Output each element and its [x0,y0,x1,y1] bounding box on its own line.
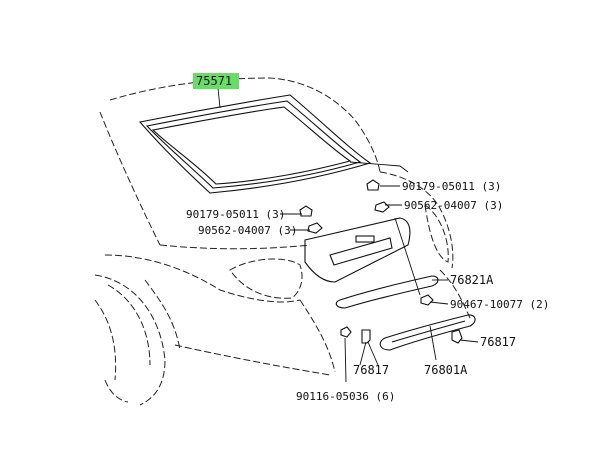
clip-90562-right[interactable] [374,201,390,213]
callout-75571-highlight [193,73,239,89]
callout-90179-left[interactable]: 90179-05011 (3) [186,208,285,221]
rear-windshield-glass[interactable] [138,94,372,194]
clip-90562-left[interactable] [307,222,323,234]
car-body-outline [94,77,471,406]
clip-90467[interactable] [420,294,434,306]
callout-90179-right[interactable]: 90179-05011 (3) [402,180,501,193]
callout-90562-right[interactable]: 90562-04007 (3) [404,199,503,212]
callout-90467[interactable]: 90467-10077 (2) [450,298,549,311]
callouts: 75571 90179-05011 (3) 90179-05011 (3) 90… [186,73,549,403]
rear-moulding-76821A[interactable] [335,275,439,309]
callout-75571[interactable]: 75571 [196,74,232,88]
bracket-76817-left[interactable] [361,329,371,344]
callout-76801A[interactable]: 76801A [424,363,468,377]
leader-lines [217,87,479,383]
clip-90179-left[interactable] [299,205,313,217]
rear-spoiler-76801A[interactable] [379,314,476,351]
clip-90179-right[interactable] [366,179,380,191]
callout-90562-left[interactable]: 90562-04007 (3) [198,224,297,237]
callout-76817-left[interactable]: 76817 [353,363,389,377]
rear-garnish-panel[interactable] [304,217,411,283]
callout-90116[interactable]: 90116-05036 (6) [296,390,395,403]
bracket-76817-right[interactable] [451,329,463,344]
clip-90116[interactable] [340,326,352,338]
callout-76817-right[interactable]: 76817 [480,335,516,349]
callout-76821A[interactable]: 76821A [450,273,494,287]
